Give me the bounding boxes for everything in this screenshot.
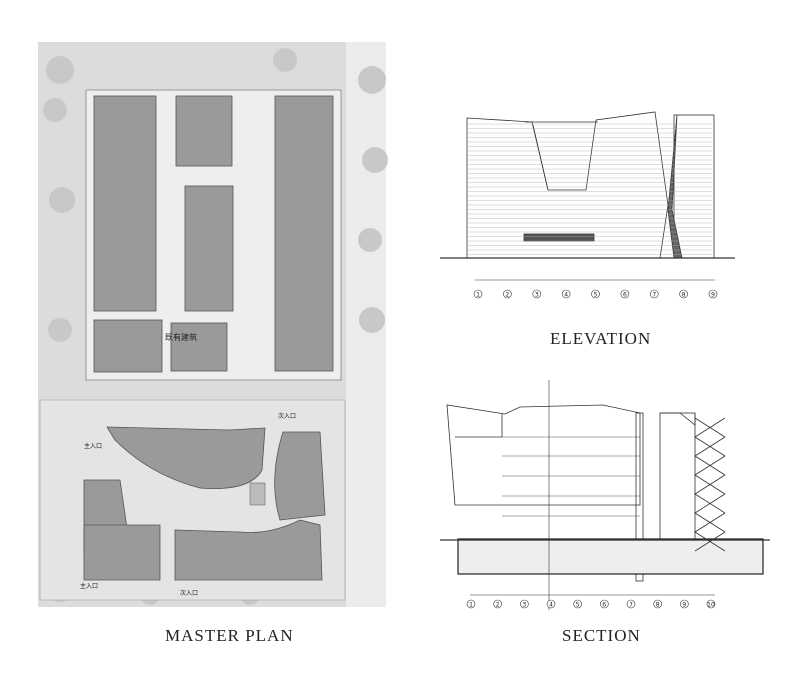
label-secondary-entrance-north: 次入口 (278, 412, 296, 420)
axis-bubble (532, 289, 542, 299)
axis-bubble (573, 599, 582, 609)
axis-label: 2 (505, 292, 509, 299)
axis-bubble (473, 289, 483, 299)
axis-bubble (600, 599, 609, 609)
master-plan: 既有建筑 主入口 次入口 次入口 主入口 (38, 42, 388, 607)
axis-label: 10 (707, 602, 715, 609)
axis-bubble (620, 289, 630, 299)
axis-label: 3 (522, 602, 526, 609)
label-existing-building: 既有建筑 (165, 332, 197, 342)
axis-bubble (649, 289, 659, 299)
axis-label: 1 (476, 292, 480, 299)
axis-label: 4 (564, 292, 568, 299)
master-plan-title: MASTER PLAN (165, 626, 294, 645)
axis-label: 1 (469, 602, 473, 609)
section-drawing (440, 380, 770, 610)
axis-bubble (520, 599, 529, 609)
elevation-axis-bubbles: 1 2 3 4 5 6 7 8 9 (473, 289, 718, 299)
axis-label: 6 (602, 602, 606, 609)
axis-bubble (503, 289, 512, 299)
axis-label: 9 (711, 292, 715, 299)
axis-label: 7 (629, 602, 633, 609)
axis-bubble (561, 289, 571, 299)
axis-bubble (591, 289, 600, 299)
axis-label: 7 (652, 292, 656, 299)
axis-bubble (626, 599, 636, 609)
axis-label: 5 (576, 602, 580, 609)
axis-label: 8 (656, 602, 660, 609)
axis-bubble (546, 599, 556, 609)
axis-label: 9 (682, 602, 686, 609)
label-main-entrance-south: 主入口 (80, 582, 98, 590)
axis-bubble (706, 599, 716, 609)
new-buildings (83, 426, 326, 581)
existing-buildings (93, 95, 334, 373)
label-main-entrance-west: 主入口 (84, 442, 102, 450)
axis-bubble (679, 289, 688, 299)
axis-bubble (680, 599, 689, 609)
section-title: SECTION (562, 626, 641, 645)
axis-label: 3 (535, 292, 539, 299)
axis-label: 8 (682, 292, 686, 299)
axis-label: 4 (549, 602, 553, 609)
axis-bubble (653, 599, 662, 609)
axis-bubble (708, 289, 718, 299)
axis-bubble (466, 599, 476, 609)
axis-label: 6 (623, 292, 627, 299)
elevation-title: ELEVATION (550, 329, 652, 348)
axis-bubble (493, 599, 502, 609)
axis-label: 2 (496, 602, 500, 609)
axis-label: 5 (594, 292, 598, 299)
label-secondary-entrance-south: 次入口 (180, 589, 198, 597)
section-axis-bubbles: 1 2 3 4 5 6 7 8 9 10 (466, 599, 716, 609)
elevation-drawing (440, 111, 735, 281)
